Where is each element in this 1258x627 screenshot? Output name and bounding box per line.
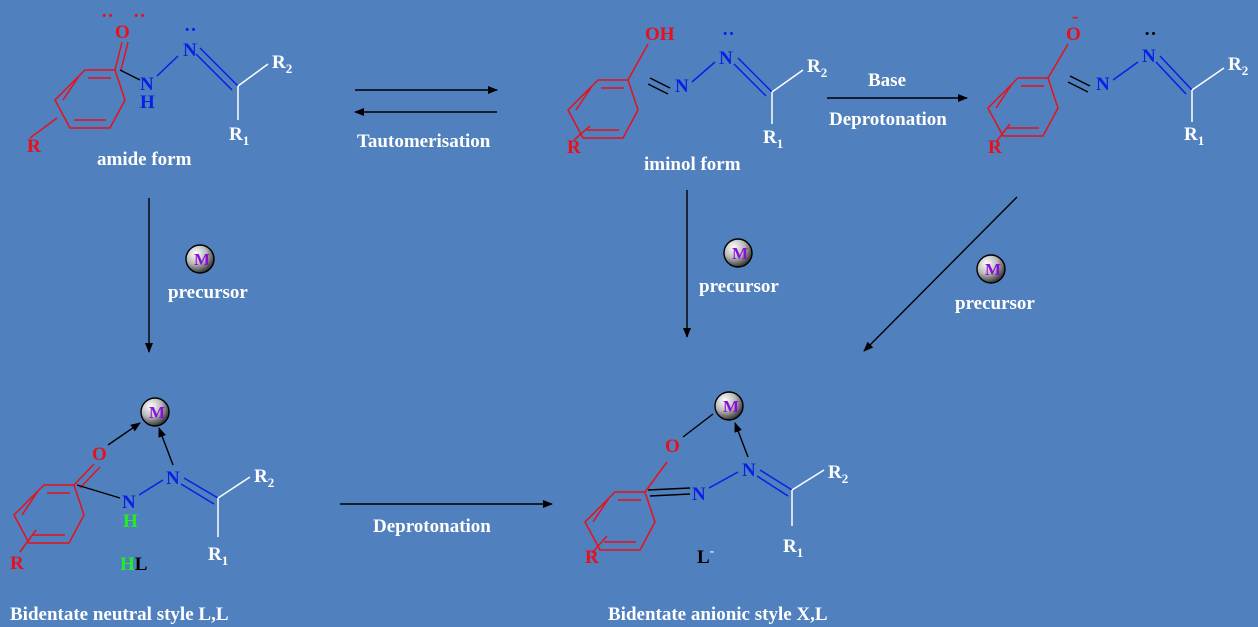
nitrogen-imine: N — [166, 468, 180, 489]
r2-substituent: R2 — [272, 52, 292, 76]
r-substituent: R — [585, 547, 599, 568]
r-substituent: R — [27, 136, 41, 157]
nitrogen-imine: N — [183, 40, 197, 61]
precursor-label-middle: precursor — [699, 276, 779, 297]
diagonal-arrow — [863, 196, 1018, 352]
nitrogen-nh: N — [122, 492, 136, 513]
iminol-form-label: iminol form — [644, 154, 741, 175]
nitrogen-imine-2: N — [719, 48, 733, 69]
r1-substituent: R1 — [208, 544, 228, 568]
negative-charge: - — [1072, 6, 1078, 27]
equilibrium-arrows — [354, 86, 498, 116]
neutral-complex-structure: R O M N H N R2 R1 — [10, 397, 274, 574]
nitrogen-nh: N — [140, 74, 154, 95]
hl-label: HL — [120, 554, 147, 575]
nitrogen-imine-1: N — [692, 484, 706, 505]
r1-substituent: R1 — [763, 127, 783, 151]
l-anion-label: L- — [697, 543, 714, 568]
metal-label: M — [732, 244, 748, 263]
r1-substituent: R1 — [783, 536, 803, 560]
lone-pair-n: ·· — [184, 20, 197, 41]
tautomerisation-label: Tautomerisation — [357, 131, 491, 152]
hydrogen-nh: H — [140, 92, 155, 113]
r1-substituent: R1 — [1184, 124, 1204, 148]
hydroxyl-group: OH — [645, 24, 675, 45]
lone-pair-n: ·· — [1144, 24, 1157, 45]
anionic-complex-structure: R O M N N R2 R1 — [584, 391, 848, 568]
nitrogen-imine-1: N — [1096, 74, 1110, 95]
r-substituent: R — [567, 137, 581, 158]
r2-substituent: R2 — [828, 462, 848, 486]
r2-substituent: R2 — [807, 56, 827, 80]
r-substituent: R — [988, 137, 1002, 158]
precursor-label-left: precursor — [168, 282, 248, 303]
hydrogen-nh: H — [123, 511, 138, 532]
lone-pair-left: ·· — [101, 6, 114, 27]
r-substituent: R — [10, 553, 24, 574]
oxide-atom: O — [1066, 24, 1081, 45]
neutral-style-caption: Bidentate neutral style L,L — [10, 604, 229, 625]
base-label: Base — [868, 70, 906, 91]
metal-label: M — [149, 403, 165, 422]
oxygen-atom: O — [92, 444, 107, 465]
lone-pair-n: ·· — [722, 24, 735, 45]
amide-form-structure: R O ·· ·· N H N ·· R2 R1 — [27, 6, 292, 157]
anionic-style-caption: Bidentate anionic style X,L — [608, 604, 828, 625]
metal-label: M — [985, 260, 1001, 279]
nitrogen-imine-2: N — [742, 460, 756, 481]
metal-label: M — [194, 250, 210, 269]
lone-pair-right: ·· — [133, 6, 146, 27]
iminol-form-structure: R OH N N ·· R2 R1 — [567, 24, 827, 158]
r1-substituent: R1 — [229, 124, 249, 148]
r2-substituent: R2 — [1228, 54, 1248, 78]
precursor-label-right: precursor — [955, 293, 1035, 314]
nitrogen-imine-2: N — [1142, 46, 1156, 67]
nitrogen-imine-1: N — [675, 76, 689, 97]
oxygen-atom: O — [665, 436, 680, 457]
deprotonation-bottom-label: Deprotonation — [373, 516, 491, 537]
metal-label: M — [723, 397, 739, 416]
deprotonation-label: Deprotonation — [829, 109, 947, 130]
amide-form-label: amide form — [97, 149, 192, 170]
r2-substituent: R2 — [254, 466, 274, 490]
benzene-ring — [29, 69, 126, 139]
deprotonated-structure: R O - N N ·· R2 R1 — [987, 6, 1248, 158]
oxygen-atom: O — [115, 22, 130, 43]
